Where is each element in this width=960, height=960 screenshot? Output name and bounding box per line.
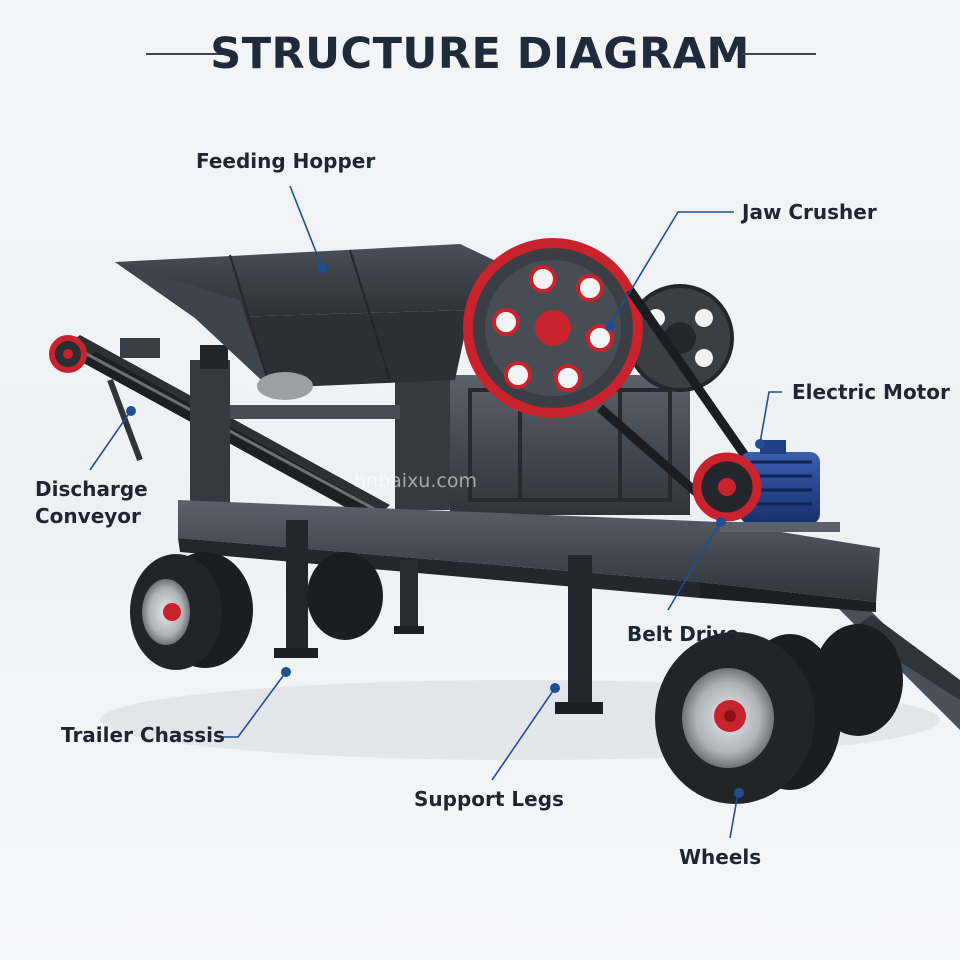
diagram-title: STRUCTURE DIAGRAM [210, 29, 750, 79]
label-discharge-conveyor: Discharge Conveyor [35, 476, 148, 530]
support-legs-structure [274, 520, 603, 714]
right-wheel-assembly [655, 624, 903, 804]
front-flywheel [463, 238, 643, 418]
title-rule-right [742, 53, 816, 55]
rear-flywheel [626, 284, 734, 392]
title-bar: STRUCTURE DIAGRAM [0, 24, 960, 88]
left-wheel-assembly [130, 552, 383, 670]
feeding-hopper-structure [115, 244, 498, 400]
label-support-legs: Support Legs [414, 787, 564, 811]
label-discharge-conveyor-line1: Discharge [35, 477, 148, 501]
label-feeding-hopper: Feeding Hopper [196, 149, 376, 173]
label-electric-motor: Electric Motor [792, 380, 950, 404]
label-belt-drive: Belt Drive [627, 622, 740, 646]
label-trailer-chassis: Trailer Chassis [61, 723, 225, 747]
watermark-text: hnbaixu.com [354, 470, 477, 492]
label-wheels: Wheels [679, 845, 762, 869]
title-rule-left [146, 53, 224, 55]
label-jaw-crusher: Jaw Crusher [742, 200, 877, 224]
electric-motor-structure [692, 440, 820, 524]
label-discharge-conveyor-line2: Conveyor [35, 504, 141, 528]
